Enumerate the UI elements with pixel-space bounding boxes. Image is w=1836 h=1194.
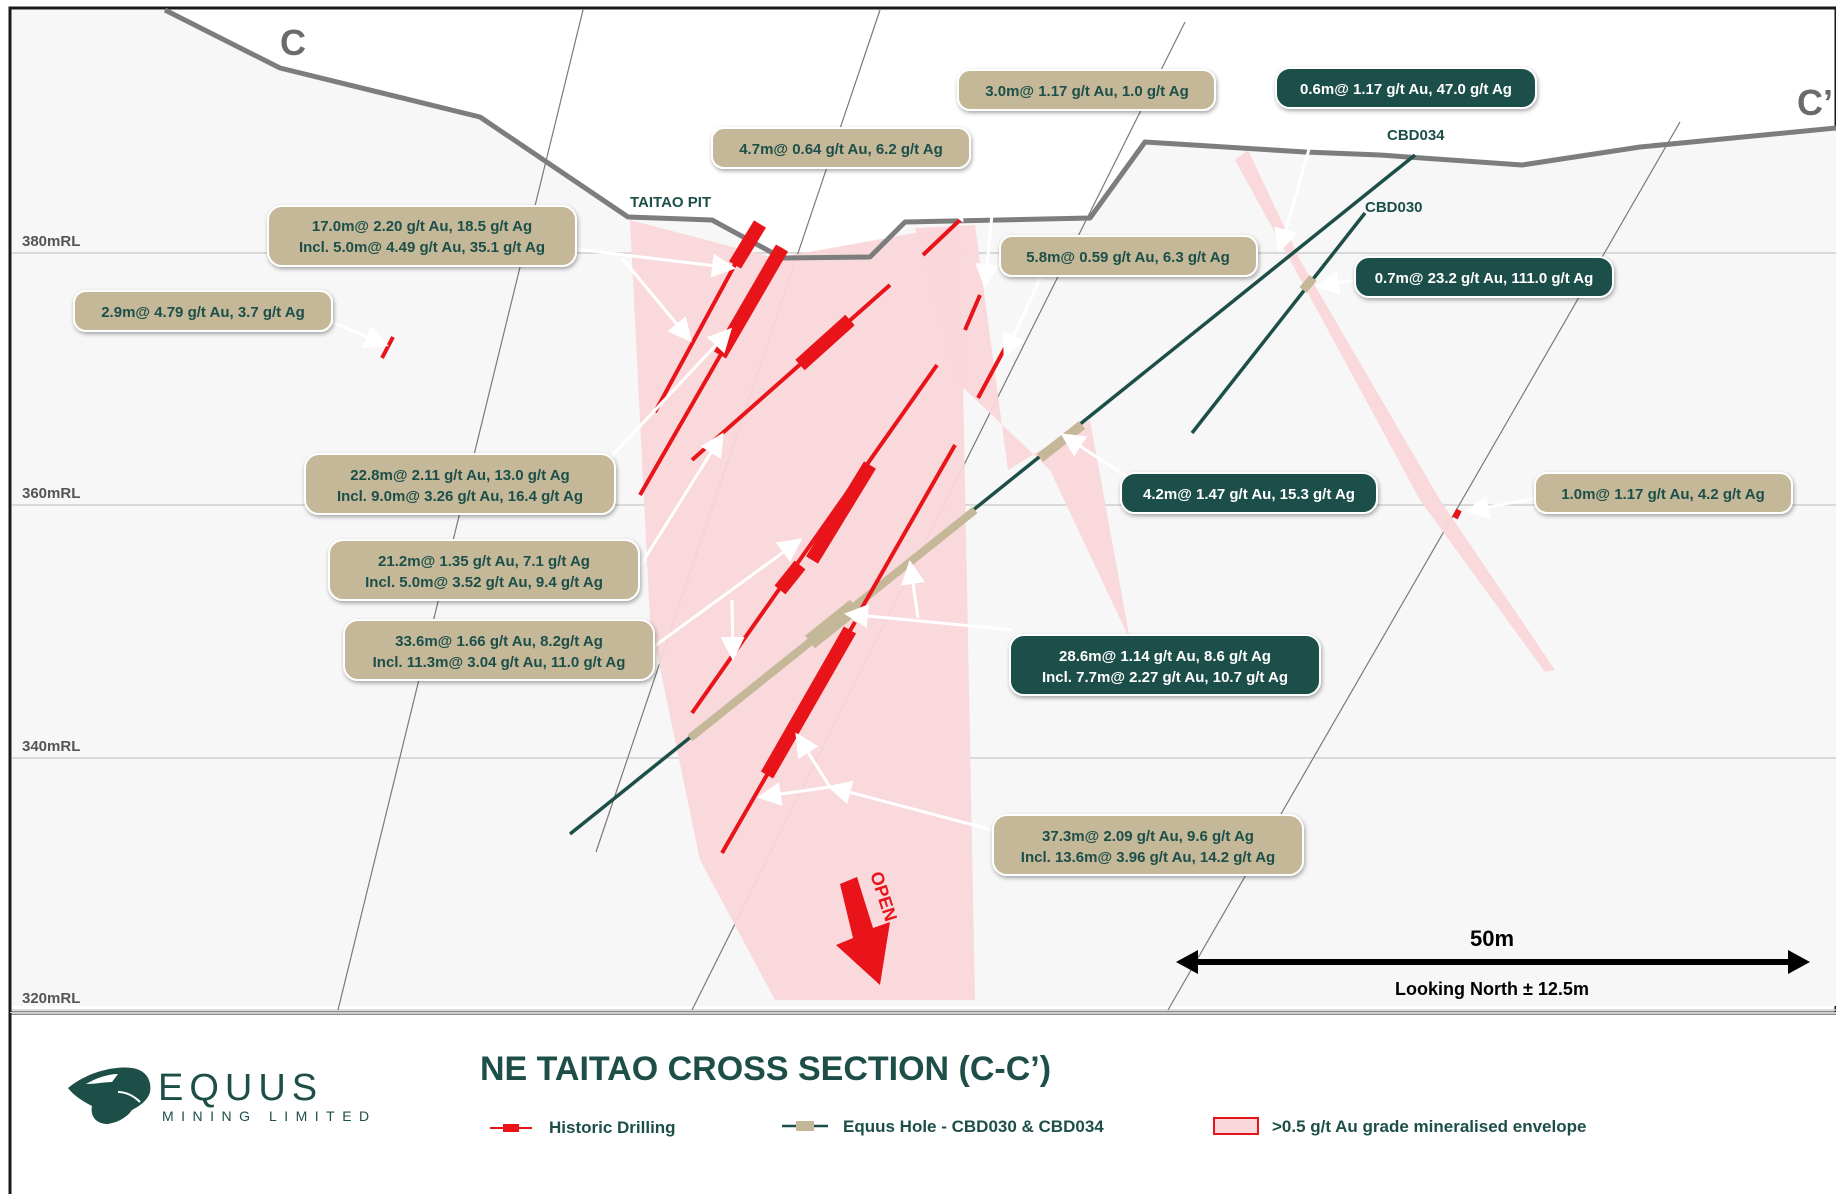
logo-name: EQUUS bbox=[158, 1067, 323, 1109]
svg-text:4.7m@ 0.64 g/t Au, 6.2 g/t Ag: 4.7m@ 0.64 g/t Au, 6.2 g/t Ag bbox=[739, 141, 943, 158]
section-letter-right: C’ bbox=[1797, 82, 1833, 123]
rl-label-320: 320mRL bbox=[22, 990, 80, 1007]
svg-text:4.2m@ 1.47 g/t Au, 15.3 g/t Ag: 4.2m@ 1.47 g/t Au, 15.3 g/t Ag bbox=[1143, 486, 1355, 503]
callout-i05: 5.8m@ 0.59 g/t Au, 6.3 g/t Ag bbox=[999, 235, 1258, 277]
callout-i14: 37.3m@ 2.09 g/t Au, 9.6 g/t Ag Incl. 13.… bbox=[992, 814, 1304, 876]
svg-text:5.8m@ 0.59 g/t Au, 6.3 g/t Ag: 5.8m@ 0.59 g/t Au, 6.3 g/t Ag bbox=[1026, 249, 1230, 266]
open-arrow-icon bbox=[836, 877, 890, 985]
svg-text:Incl. 7.7m@ 2.27 g/t Au, 10.7: Incl. 7.7m@ 2.27 g/t Au, 10.7 g/t Ag bbox=[1042, 669, 1288, 686]
svg-text:Incl. 11.3m@ 3.04 g/t Au, 11.0: Incl. 11.3m@ 3.04 g/t Au, 11.0 g/t Ag bbox=[373, 654, 626, 671]
legend-historic-symbol bbox=[490, 1124, 532, 1132]
logo-subtitle: MINING LIMITED bbox=[162, 1108, 377, 1124]
callout-i02: 0.6m@ 1.17 g/t Au, 47.0 g/t Ag bbox=[1275, 67, 1537, 109]
svg-text:Incl. 5.0m@ 3.52 g/t Au, 9.4 g: Incl. 5.0m@ 3.52 g/t Au, 9.4 g/t Ag bbox=[365, 574, 603, 591]
svg-text:37.3m@ 2.09 g/t Au, 9.6 g/t Ag: 37.3m@ 2.09 g/t Au, 9.6 g/t Ag bbox=[1042, 828, 1254, 845]
svg-text:17.0m@ 2.20 g/t Au, 18.5 g/t A: 17.0m@ 2.20 g/t Au, 18.5 g/t Ag bbox=[312, 218, 532, 235]
legend-equus-label: Equus Hole - CBD030 & CBD034 bbox=[843, 1117, 1104, 1136]
mineralised-envelope bbox=[630, 150, 1555, 1000]
looking-direction: Looking North ± 12.5m bbox=[1395, 979, 1589, 999]
callout-i09: 4.2m@ 1.47 g/t Au, 15.3 g/t Ag bbox=[1120, 472, 1378, 514]
rl-label-360: 360mRL bbox=[22, 485, 80, 502]
hole-label-cbd030: CBD030 bbox=[1365, 199, 1423, 216]
svg-text:21.2m@ 1.35 g/t Au, 7.1 g/t Ag: 21.2m@ 1.35 g/t Au, 7.1 g/t Ag bbox=[378, 553, 590, 570]
svg-text:1.0m@ 1.17 g/t Au, 4.2 g/t Ag: 1.0m@ 1.17 g/t Au, 4.2 g/t Ag bbox=[1561, 486, 1765, 503]
hole-label-cbd034: CBD034 bbox=[1387, 127, 1445, 144]
topography-surface bbox=[163, 7, 1836, 261]
section-letter-left: C bbox=[280, 22, 306, 63]
legend-historic-label: Historic Drilling bbox=[549, 1118, 676, 1137]
footer-background bbox=[10, 1015, 1836, 1194]
callout-i13: 28.6m@ 1.14 g/t Au, 8.6 g/t Ag Incl. 7.7… bbox=[1009, 634, 1321, 696]
equus-horse-logo-icon bbox=[68, 1067, 151, 1124]
legend-equus-symbol bbox=[782, 1121, 828, 1131]
callout-i07: 2.9m@ 4.79 g/t Au, 3.7 g/t Ag bbox=[73, 290, 333, 332]
svg-text:22.8m@ 2.11 g/t Au, 13.0 g/t A: 22.8m@ 2.11 g/t Au, 13.0 g/t Ag bbox=[350, 467, 569, 484]
scale-label: 50m bbox=[1470, 926, 1514, 951]
callout-i10: 1.0m@ 1.17 g/t Au, 4.2 g/t Ag bbox=[1534, 472, 1793, 514]
svg-text:Incl. 9.0m@ 3.26 g/t Au, 16.4: Incl. 9.0m@ 3.26 g/t Au, 16.4 g/t Ag bbox=[337, 488, 583, 505]
callout-i11: 21.2m@ 1.35 g/t Au, 7.1 g/t Ag Incl. 5.0… bbox=[328, 539, 640, 601]
scale-bar bbox=[1176, 950, 1810, 974]
callout-i04: 17.0m@ 2.20 g/t Au, 18.5 g/t Ag Incl. 5.… bbox=[267, 205, 577, 267]
legend-envelope-label: >0.5 g/t Au grade mineralised envelope bbox=[1272, 1117, 1586, 1136]
rl-label-380: 380mRL bbox=[22, 233, 80, 250]
callout-i01: 3.0m@ 1.17 g/t Au, 1.0 g/t Ag bbox=[957, 69, 1216, 111]
callout-i03: 4.7m@ 0.64 g/t Au, 6.2 g/t Ag bbox=[711, 127, 971, 169]
svg-text:2.9m@ 4.79 g/t Au, 3.7 g/t Ag: 2.9m@ 4.79 g/t Au, 3.7 g/t Ag bbox=[101, 304, 305, 321]
svg-text:Incl. 5.0m@ 4.49 g/t Au, 35.1: Incl. 5.0m@ 4.49 g/t Au, 35.1 g/t Ag bbox=[299, 239, 545, 256]
svg-text:28.6m@ 1.14 g/t Au, 8.6 g/t Ag: 28.6m@ 1.14 g/t Au, 8.6 g/t Ag bbox=[1059, 648, 1271, 665]
svg-text:Incl. 13.6m@ 3.96 g/t Au, 14.2: Incl. 13.6m@ 3.96 g/t Au, 14.2 g/t Ag bbox=[1021, 849, 1275, 866]
svg-text:0.7m@ 23.2 g/t Au, 111.0 g/t A: 0.7m@ 23.2 g/t Au, 111.0 g/t Ag bbox=[1375, 270, 1594, 287]
pit-label: TAITAO PIT bbox=[630, 194, 711, 211]
leader-arrows bbox=[321, 103, 1538, 834]
callout-i08: 22.8m@ 2.11 g/t Au, 13.0 g/t Ag Incl. 9.… bbox=[304, 453, 616, 515]
equus-hole-cbd030 bbox=[1190, 211, 1367, 435]
svg-text:33.6m@ 1.66 g/t Au, 8.2g/t Ag: 33.6m@ 1.66 g/t Au, 8.2g/t Ag bbox=[395, 633, 603, 650]
section-title: NE TAITAO CROSS SECTION (C-C’) bbox=[480, 1050, 1051, 1088]
rl-label-340: 340mRL bbox=[22, 738, 80, 755]
legend-envelope-symbol bbox=[1213, 1117, 1259, 1135]
svg-text:0.6m@ 1.17 g/t Au, 47.0 g/t Ag: 0.6m@ 1.17 g/t Au, 47.0 g/t Ag bbox=[1300, 81, 1512, 98]
callout-i06: 0.7m@ 23.2 g/t Au, 111.0 g/t Ag bbox=[1354, 256, 1614, 298]
svg-text:3.0m@ 1.17 g/t Au, 1.0 g/t Ag: 3.0m@ 1.17 g/t Au, 1.0 g/t Ag bbox=[985, 83, 1189, 100]
callout-i12: 33.6m@ 1.66 g/t Au, 8.2g/t Ag Incl. 11.3… bbox=[343, 619, 655, 681]
